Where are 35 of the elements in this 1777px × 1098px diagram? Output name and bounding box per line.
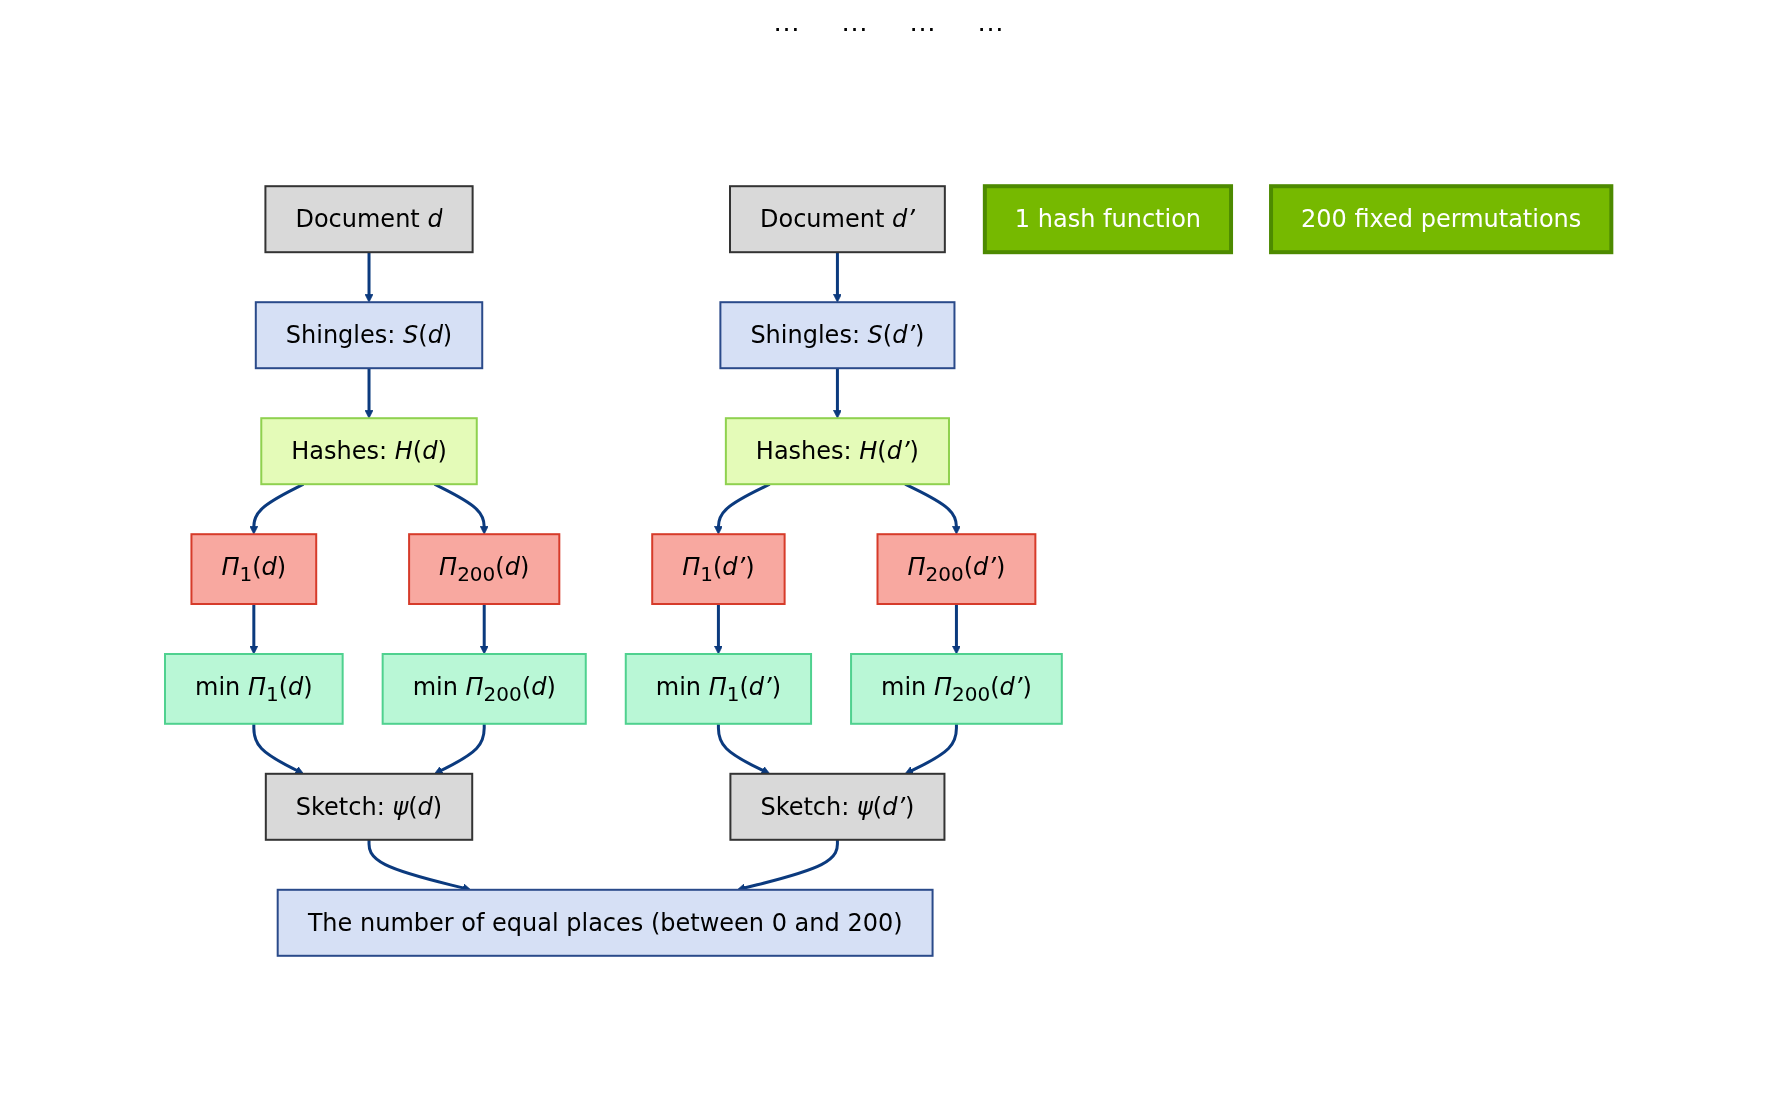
node-box: Sketch: ψ(d) (265, 772, 474, 841)
node-box: Document d’ (729, 185, 947, 254)
ellipsis-text: … (976, 6, 1005, 38)
arrow (364, 368, 374, 419)
arrow (249, 604, 259, 655)
node-box: 200 fixed permutations (1269, 184, 1614, 255)
arrow (833, 368, 843, 419)
arrow (833, 252, 843, 303)
node-box: Π$_{200}$(d’) (876, 533, 1037, 605)
ellipsis-text: … (908, 6, 937, 38)
ellipsis-text: … (772, 6, 801, 38)
node-box: min Π$_{200}$(d’) (850, 653, 1064, 725)
arrow (717, 723, 771, 775)
node-box: min Π$_{1}$(d’) (625, 653, 813, 725)
arrow (714, 604, 724, 655)
node-box: Π$_{1}$(d) (190, 533, 318, 605)
node-box: min Π$_{1}$(d) (164, 653, 344, 725)
arrow (905, 723, 959, 775)
arrow (480, 604, 489, 655)
arrow (364, 252, 374, 303)
node-box: Hashes: H(d’) (725, 417, 951, 486)
node-box: Shingles: S(d) (255, 301, 484, 370)
node-box: min Π$_{200}$(d) (382, 653, 588, 725)
arrow (434, 723, 487, 775)
node-box: Sketch: ψ(d’) (729, 772, 946, 841)
node-box: 1 hash function (983, 184, 1234, 255)
node-box: Π$_{1}$(d’) (651, 533, 786, 605)
node-box: The number of equal places (between 0 and 200) (277, 888, 934, 957)
node-box: Shingles: S(d’) (719, 301, 956, 370)
node-box: Hashes: H(d) (260, 417, 479, 486)
ellipsis-text: … (840, 6, 869, 38)
arrow (952, 604, 962, 655)
node-box: Π$_{200}$(d) (408, 533, 561, 605)
node-box: Document d (264, 185, 474, 254)
arrow (252, 723, 305, 775)
